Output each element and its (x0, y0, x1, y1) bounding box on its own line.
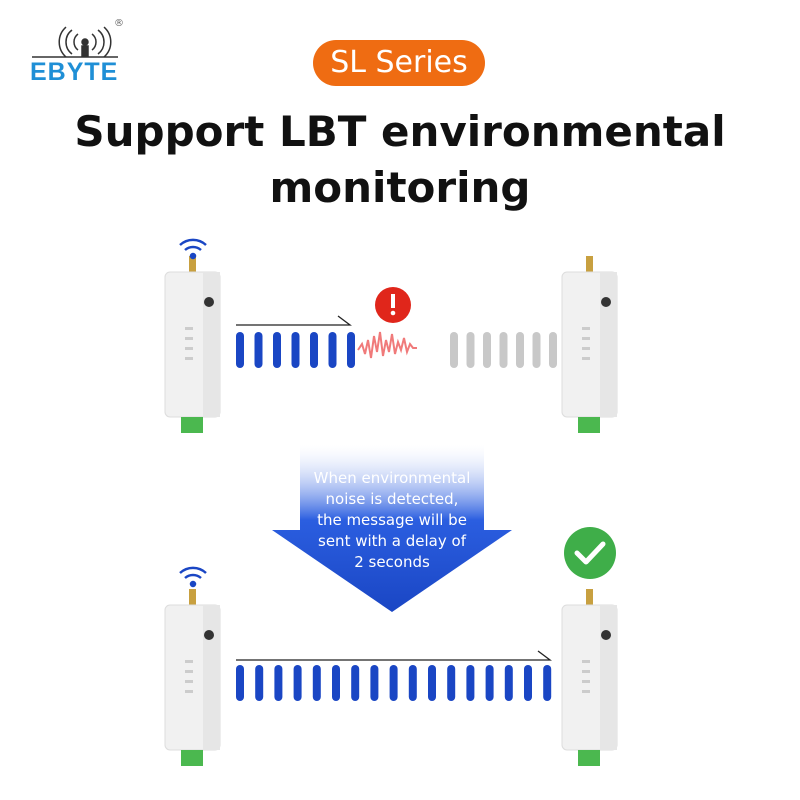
transmitter-device (164, 255, 221, 434)
receiver-device (561, 255, 618, 434)
direction-arrow (236, 315, 352, 326)
packet-bar (351, 665, 360, 701)
packet-bar (450, 332, 458, 368)
packet-bar (293, 665, 302, 701)
arrow-caption: When environmental noise is detected, th… (300, 468, 484, 573)
caption-line: noise is detected, (325, 490, 459, 508)
logo-signal-icon (32, 26, 118, 58)
packet-bar (347, 332, 355, 368)
noise-wave (357, 331, 417, 359)
transmitter-device (164, 588, 221, 767)
page-title: Support LBT environmental monitoring (0, 104, 800, 216)
packet-bar (408, 665, 417, 701)
packet-bar (516, 332, 524, 368)
packet-bar (485, 665, 494, 701)
title-line: monitoring (269, 163, 531, 212)
packet-bar (532, 332, 541, 368)
registered-mark: ® (114, 18, 124, 29)
packet-bar (549, 332, 557, 368)
brand-logo: EBYTE (30, 58, 119, 86)
caption-line: 2 seconds (354, 553, 430, 571)
packet-bar (273, 332, 281, 368)
packet-bar (328, 332, 337, 368)
packet-bar (236, 332, 244, 368)
wifi-icon (179, 238, 207, 260)
series-badge: SL Series (313, 40, 485, 86)
packet-bar (499, 332, 508, 368)
checkmark-icon (564, 527, 616, 579)
exclamation-icon (375, 287, 411, 323)
sent-packets (236, 665, 552, 701)
caption-line: When environmental (313, 469, 471, 487)
packet-bar (524, 665, 532, 701)
packet-bar (291, 332, 300, 368)
title-line: Support LBT environmental (74, 107, 726, 156)
packet-bar (447, 665, 456, 701)
packet-bar (236, 665, 244, 701)
packet-bar (483, 332, 491, 368)
packet-bar (370, 665, 379, 701)
packet-bar (310, 332, 318, 368)
packet-bar (255, 665, 264, 701)
packet-bar (389, 665, 398, 701)
lost-packets (450, 332, 557, 368)
caption-line: sent with a delay of (318, 532, 466, 550)
packet-bar (504, 665, 513, 701)
packet-bar (312, 665, 321, 701)
packet-bar (254, 332, 263, 368)
packet-bar (466, 332, 475, 368)
packet-bar (428, 665, 436, 701)
packet-bar (274, 665, 283, 701)
sent-packets (236, 332, 355, 368)
down-arrow (272, 445, 512, 612)
direction-arrow (236, 650, 552, 661)
caption-line: the message will be (317, 511, 467, 529)
packet-bar (466, 665, 475, 701)
packet-bar (543, 665, 552, 701)
receiver-device (561, 588, 618, 767)
wifi-icon (179, 566, 207, 588)
packet-bar (332, 665, 340, 701)
